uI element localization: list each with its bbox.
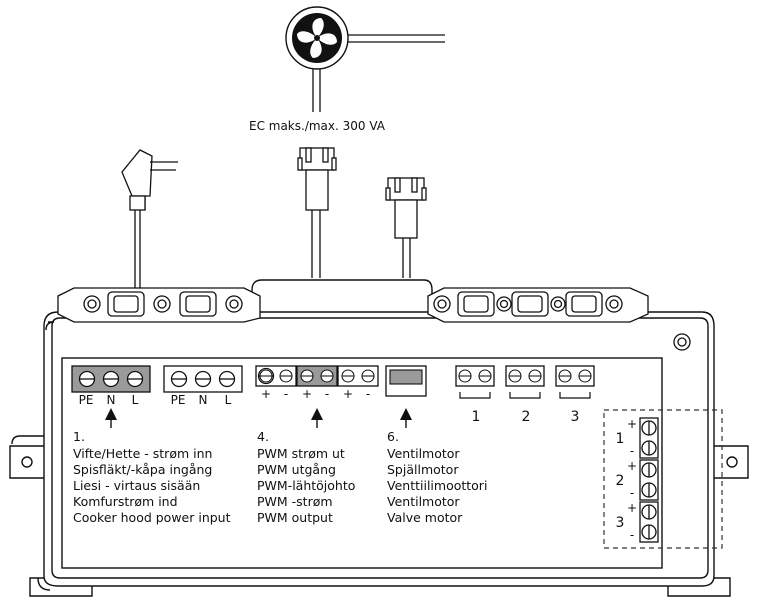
- relay-terminal-1: 1: [455, 365, 495, 425]
- section-line: Ventilmotor: [387, 446, 460, 461]
- side-plus-label: +: [627, 501, 637, 515]
- relay-label: 3: [571, 409, 580, 425]
- section-line: PWM utgång: [257, 462, 336, 477]
- section-line: Liesi - virtaus sisään: [73, 478, 200, 493]
- side-minus-label: -: [630, 444, 634, 458]
- section-line: Venttiilimoottori: [387, 478, 487, 493]
- section-title: 1.: [73, 429, 85, 444]
- relay-label: 2: [522, 409, 531, 425]
- relay-terminal-3: 3: [555, 365, 595, 425]
- section-line: Spjällmotor: [387, 462, 459, 477]
- relay-label: 1: [472, 409, 481, 425]
- valve-connector-icon: [385, 177, 427, 278]
- cable-gland-strip-right: [427, 287, 649, 323]
- pwm-terminal-block: [255, 365, 379, 387]
- side-number-label: 3: [616, 515, 625, 531]
- terminal-label: +: [343, 387, 353, 401]
- side-terminal-labels: 1 2 3 + + + - - -: [616, 417, 637, 542]
- section-line: Spisfläkt/-kåpa ingång: [73, 462, 212, 477]
- terminal-label: -: [366, 387, 370, 401]
- section-title: 4.: [257, 429, 269, 444]
- terminal-label: -: [325, 387, 329, 401]
- pwm-polarity-labels: + - + - + -: [261, 387, 370, 401]
- section-6-description: 6. Ventilmotor Spjällmotor Venttiilimoot…: [387, 429, 487, 525]
- mains-terminal-block-1: PE N L: [71, 365, 151, 407]
- section-1-description: 1. Vifte/Hette - strøm inn Spisfläkt/-kå…: [73, 429, 231, 525]
- terminal-label: PE: [79, 393, 94, 407]
- side-plus-label: +: [627, 417, 637, 431]
- fan-rating-label: EC maks./max. 300 VA: [249, 119, 386, 133]
- arrow-up-icon: [105, 408, 117, 428]
- relay-terminal-2: 2: [505, 365, 545, 425]
- terminal-label: +: [261, 387, 271, 401]
- section-line: PWM strøm ut: [257, 446, 345, 461]
- section-line: Valve motor: [387, 510, 463, 525]
- side-number-label: 1: [616, 431, 625, 447]
- arrow-up-icon: [311, 408, 323, 428]
- side-plus-label: +: [627, 459, 637, 473]
- side-number-label: 2: [616, 473, 625, 489]
- mains-plug-icon: [121, 149, 178, 292]
- terminal-label: L: [225, 393, 232, 407]
- terminal-label: N: [199, 393, 208, 407]
- fan-icon: [285, 6, 349, 70]
- section-line: PWM -strøm: [257, 494, 333, 509]
- arrow-up-icon: [400, 408, 412, 428]
- fan-cable: [312, 34, 445, 112]
- section-4-description: 4. PWM strøm ut PWM utgång PWM-lähtöjoht…: [257, 429, 355, 525]
- section-line: PWM-lähtöjohto: [257, 478, 355, 493]
- terminal-panel: [61, 357, 663, 569]
- valve-socket: [385, 365, 427, 397]
- mounting-screw-icon: [673, 333, 691, 351]
- section-title: 6.: [387, 429, 399, 444]
- fan-connector-icon: [297, 147, 337, 278]
- mains-terminal-block-2: PE N L: [163, 365, 243, 407]
- cable-gland-strip-left: [57, 287, 261, 323]
- side-minus-label: -: [630, 486, 634, 500]
- section-line: Ventilmotor: [387, 494, 460, 509]
- terminal-label: PE: [171, 393, 186, 407]
- terminal-label: L: [132, 393, 139, 407]
- side-terminal-block: [639, 417, 659, 543]
- section-line: PWM output: [257, 510, 333, 525]
- section-line: Komfurstrøm ind: [73, 494, 178, 509]
- dashed-outline: [603, 409, 723, 549]
- terminal-label: -: [284, 387, 288, 401]
- side-minus-label: -: [630, 528, 634, 542]
- section-line: Cooker hood power input: [73, 510, 231, 525]
- section-line: Vifte/Hette - strøm inn: [73, 446, 212, 461]
- terminal-label: N: [107, 393, 116, 407]
- terminal-label: +: [302, 387, 312, 401]
